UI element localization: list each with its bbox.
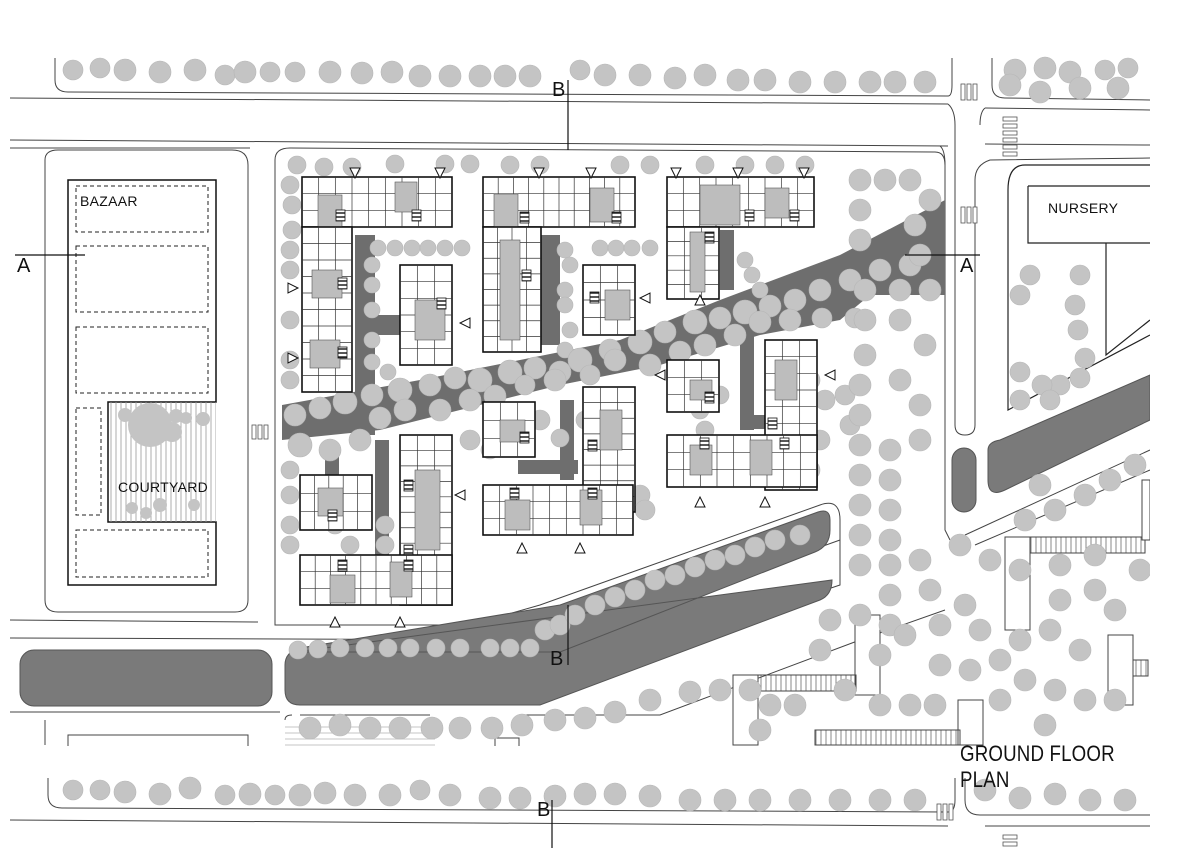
apartment-block [301,176,453,228]
apartment-block [582,264,636,336]
entry-triangle-icon [533,167,545,180]
entry-triangle-icon [653,369,666,381]
zone-label-nursery: NURSERY [1048,200,1119,216]
entry-triangle-icon [434,167,446,180]
entry-triangle-icon [694,495,706,508]
apartment-block [399,264,453,366]
entry-triangle-icon [287,282,300,294]
apartment-block [666,176,815,228]
entry-triangle-icon [638,292,651,304]
entry-triangle-icon [453,489,466,501]
residential-buildings [299,176,818,606]
section-marker-b-middle: B [550,648,564,670]
apartment-block [482,401,536,458]
apartment-block [299,554,453,606]
zone-label-courtyard: COURTYARD [118,479,209,495]
apartment-block [482,176,636,229]
entry-triangle-icon [574,541,586,554]
apartment-block [482,226,542,353]
apartment-block [301,226,353,393]
apartment-block [666,359,720,413]
entry-triangle-icon [394,615,406,628]
apartment-block [482,484,634,536]
entry-triangle-icon [516,541,528,554]
crosswalks [251,83,1018,847]
entry-triangle-icon [329,615,341,628]
entry-triangle-icon [585,167,597,180]
nursery-block [1007,164,1151,411]
entry-triangle-icon [349,167,361,180]
apartment-block [666,434,818,488]
apartment-block [666,226,720,300]
apartment-block [299,474,373,531]
section-marker-b-top: B [552,79,566,101]
entry-triangle-icon [287,352,300,364]
section-marker-a-right: A [960,255,974,277]
entry-triangle-icon [798,167,810,180]
entry-triangle-icon [823,369,836,381]
entry-triangle-icon [458,317,471,329]
entry-triangle-icon [759,495,771,508]
drawing-title: GROUND FLOOR PLAN [960,741,1115,792]
section-lines [15,80,980,848]
entry-triangle-icon [694,293,706,306]
entry-triangle-icon [670,167,682,180]
section-marker-a-left: A [17,255,31,277]
entry-triangle-icon [732,167,744,180]
bazaar-block [67,179,217,586]
entry-markers [287,167,836,628]
zone-label-bazaar: BAZAAR [80,193,138,209]
section-marker-b-bottom: B [537,799,551,821]
